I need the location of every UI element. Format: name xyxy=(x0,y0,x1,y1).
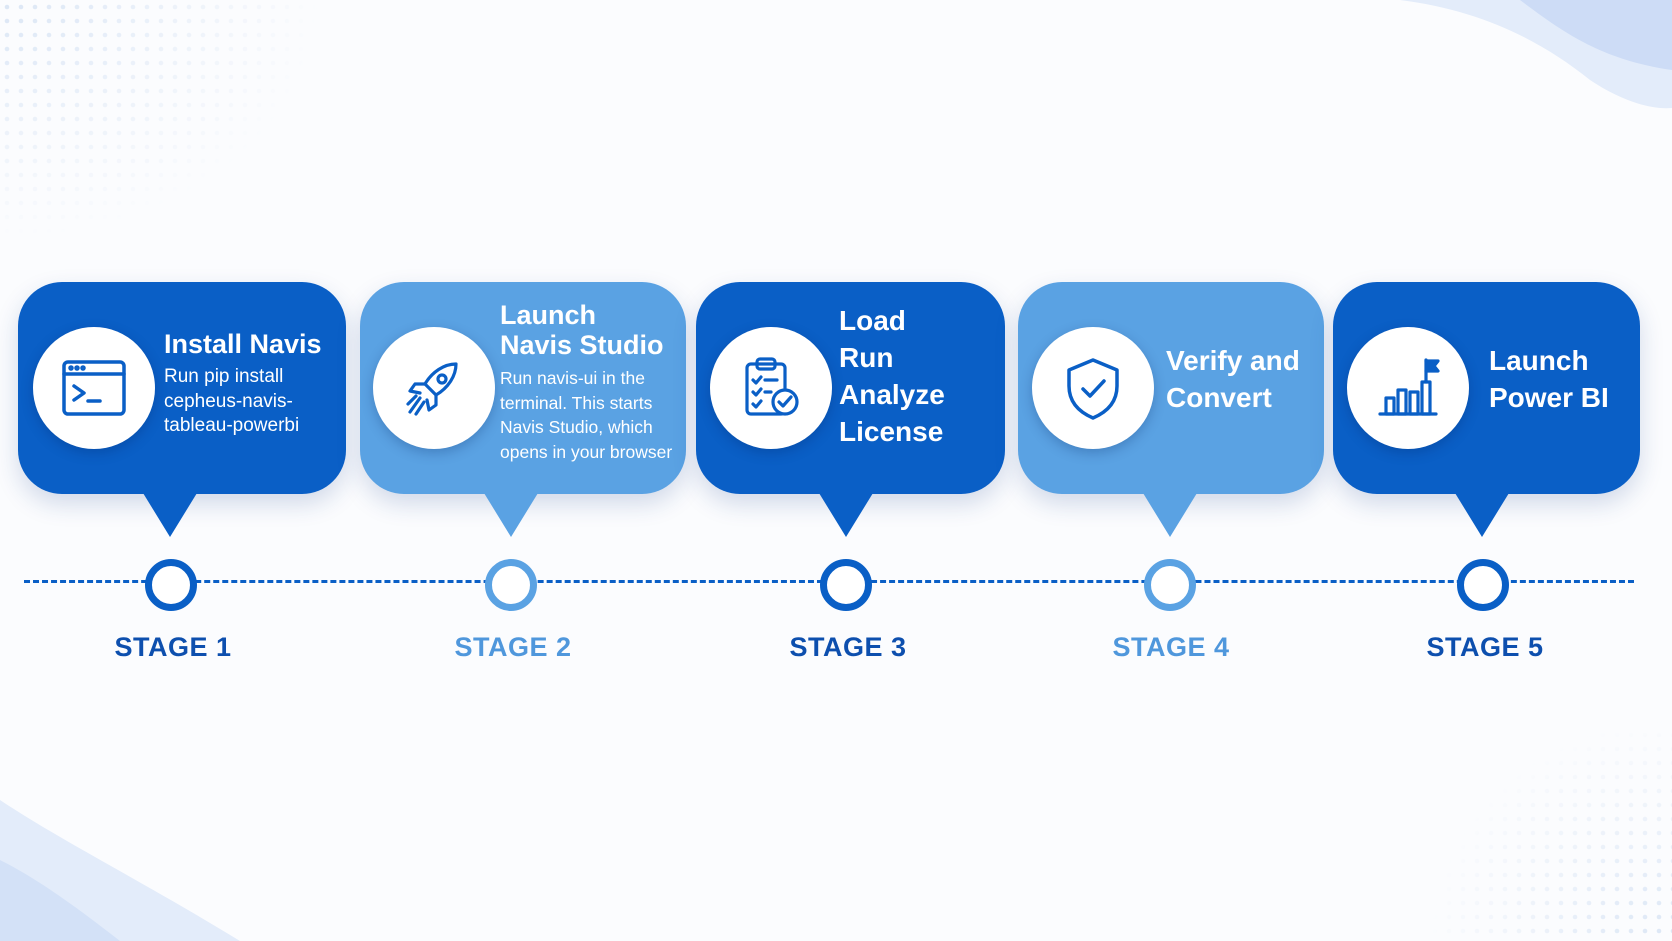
stage-description: Run navis-ui in the terminal. This start… xyxy=(500,368,673,462)
stage-3-pointer xyxy=(819,493,873,537)
stage-1-card: Install Navis Run pip install cepheus-na… xyxy=(18,282,346,494)
stage-5-marker xyxy=(1457,559,1509,611)
stage-4-text: Verify and Convert xyxy=(1166,342,1316,416)
stage-5-card: Launch Power BI xyxy=(1333,282,1640,494)
stage-1-pointer xyxy=(143,493,197,537)
stage-label: STAGE 4 xyxy=(1112,632,1230,662)
stage-label: STAGE 3 xyxy=(789,632,907,662)
stage-5-text: Launch Power BI xyxy=(1489,342,1629,416)
stage-3-marker xyxy=(820,559,872,611)
stage-1-text: Install Navis Run pip install cepheus-na… xyxy=(164,329,339,439)
bar-chart-flag-icon xyxy=(1347,327,1469,449)
stage-label: STAGE 2 xyxy=(454,632,572,662)
stage-title: Launch Power BI xyxy=(1489,345,1609,413)
stage-1-marker xyxy=(145,559,197,611)
stage-2-marker xyxy=(485,559,537,611)
stage-4-card: Verify and Convert xyxy=(1018,282,1324,494)
stage-5-pointer xyxy=(1455,493,1509,537)
stage-label: STAGE 5 xyxy=(1426,632,1544,662)
terminal-window-icon xyxy=(33,327,155,449)
stage-3-text: Load Run Analyze License xyxy=(839,302,999,450)
stage-title: Load Run Analyze License xyxy=(839,305,945,447)
stage-title: Install Navis xyxy=(164,329,322,359)
shield-check-icon xyxy=(1032,327,1154,449)
stage-4-marker xyxy=(1144,559,1196,611)
stage-title: Launch Navis Studio xyxy=(500,300,664,360)
stage-label: STAGE 1 xyxy=(114,632,232,662)
stage-2-card: Launch Navis Studio Run navis-ui in the … xyxy=(360,282,686,494)
stage-4-pointer xyxy=(1143,493,1197,537)
clipboard-check-icon xyxy=(710,327,832,449)
rocket-icon xyxy=(373,327,495,449)
stage-title: Verify and Convert xyxy=(1166,345,1300,413)
stage-3-card: Load Run Analyze License xyxy=(696,282,1005,494)
stage-description: Run pip install cepheus-navis- tableau-p… xyxy=(164,366,300,436)
stage-2-text: Launch Navis Studio Run navis-ui in the … xyxy=(500,300,684,464)
stage-2-pointer xyxy=(484,493,538,537)
